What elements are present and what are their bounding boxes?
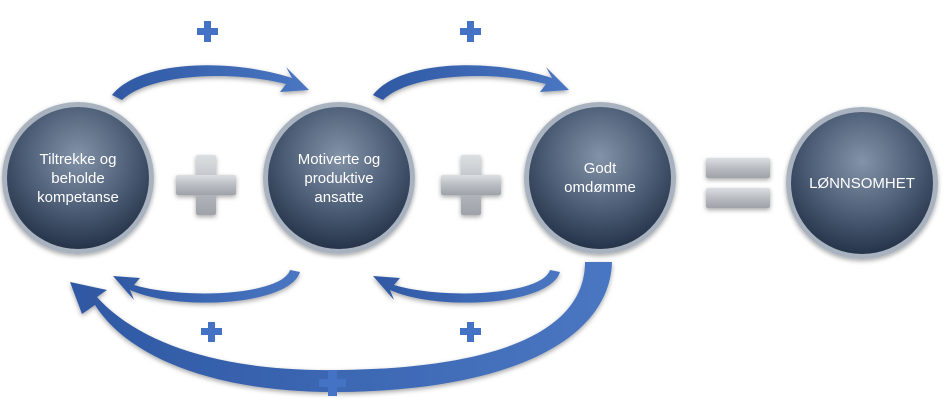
arrow-top-1 [112,65,309,100]
node-motivated [263,102,415,254]
operator-plus-2 [441,155,501,215]
plus-sign-bottom-large [319,370,346,396]
plus-sign-top-1 [197,21,218,42]
node-profitability [786,107,938,259]
arrow-bottom-1 [113,270,300,303]
operator-plus-1 [176,155,236,215]
arrow-top-2 [373,65,569,100]
node-reputation [524,102,676,254]
arrow-bottom-2 [373,270,560,303]
plus-sign-top-2 [460,21,481,42]
arrow-bottom-large [70,262,612,393]
node-attract [2,102,154,254]
plus-sign-bottom-2 [460,322,481,342]
operator-equals [706,158,770,208]
plus-sign-bottom-1 [201,322,222,342]
